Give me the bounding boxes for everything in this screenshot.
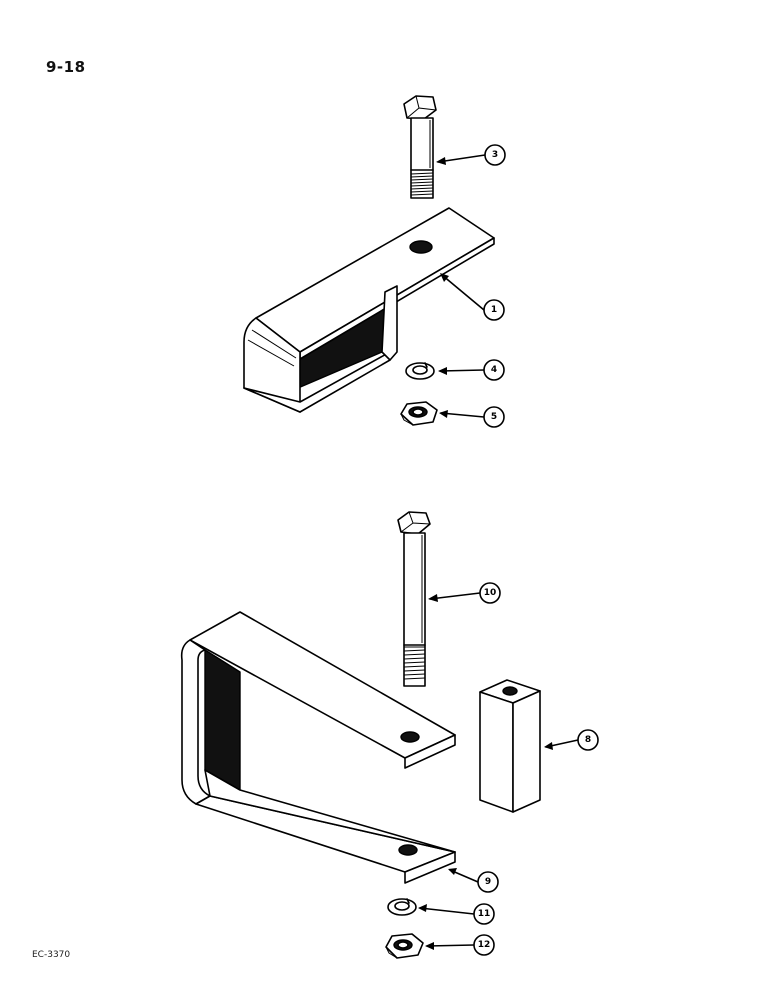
callout-5: 5 [483,406,505,428]
callout-4: 4 [483,359,505,381]
leader-lines [419,154,579,947]
hex-nut-icon [385,933,424,959]
callout-9: 9 [477,871,499,893]
hex-nut-icon [400,401,438,426]
bracket-icon [180,611,456,884]
callout-label: 4 [491,365,497,375]
spacer-icon [479,679,541,813]
drawing-code: EC-3370 [32,950,71,960]
callout-8: 8 [577,729,599,751]
bolt-icon [403,95,437,199]
callout-10: 10 [479,582,501,604]
bracket-icon [243,207,495,413]
page-number: 9-18 [46,58,86,76]
lock-washer-icon [405,362,435,380]
bolt-icon [397,511,431,687]
callout-label: 12 [478,940,491,950]
lock-washer-icon [387,898,417,916]
leader-arrowheads [418,157,553,950]
callout-label: 3 [492,150,498,160]
callout-label: 9 [485,877,491,887]
callout-1: 1 [483,299,505,321]
callout-label: 5 [491,412,497,422]
callout-12: 12 [473,934,495,956]
callout-label: 11 [478,909,491,919]
callout-label: 8 [585,735,591,745]
callout-label: 1 [491,305,497,315]
callout-3: 3 [484,144,506,166]
callout-label: 10 [484,588,497,598]
callout-11: 11 [473,903,495,925]
